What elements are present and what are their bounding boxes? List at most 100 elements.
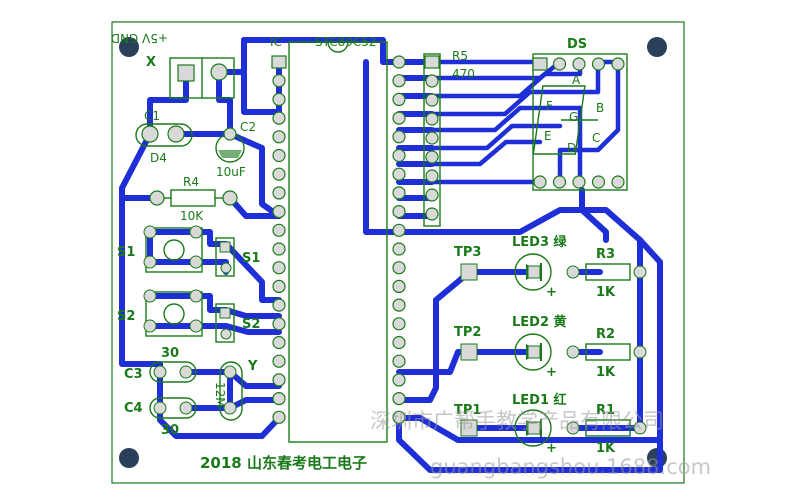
r5-pin <box>425 150 439 164</box>
c2-value: 10uF <box>216 165 246 179</box>
s1-left-label: S1 <box>117 245 135 260</box>
s1-right-label: S1 <box>242 251 260 266</box>
led2-plus: + <box>546 365 557 380</box>
mount-hole-top-right <box>647 37 667 57</box>
r5-pins <box>424 55 440 221</box>
seg-e-label: E <box>544 129 552 143</box>
seg-g-label: G <box>569 110 578 124</box>
ds-pin <box>591 175 606 189</box>
s2-switch <box>143 289 235 343</box>
seg-f-label: F <box>546 99 553 113</box>
mcu-chip <box>288 41 388 443</box>
seg-a-label: A <box>572 73 581 87</box>
seg-b-label: B <box>596 101 604 115</box>
c3-value: 30 <box>161 346 179 361</box>
r5-pin <box>425 188 439 202</box>
mcu-pin <box>272 74 286 88</box>
r1-value: 1K <box>596 441 616 456</box>
mcu-pin <box>272 223 286 237</box>
y-label: Y <box>247 359 258 374</box>
r1-label: R1 <box>596 403 615 418</box>
led1-plus: + <box>546 441 557 456</box>
power-connector <box>169 57 235 99</box>
watermark-company: 深圳市广帮手教学产品有限公司 <box>370 409 664 433</box>
d4-label: D4 <box>150 151 167 165</box>
r3-value: 1K <box>596 285 616 300</box>
mcu-right-pins <box>392 55 406 424</box>
tp1-testpoint <box>460 419 478 437</box>
ds-pins <box>532 57 625 189</box>
ds-pin <box>552 57 567 71</box>
mount-hole-bottom-left <box>119 448 139 468</box>
mcu-pin <box>272 261 286 275</box>
mcu-pin <box>392 298 406 312</box>
mcu-pin <box>392 354 406 368</box>
r5-pin <box>425 131 439 145</box>
x-label: X <box>146 55 156 70</box>
seg-d-label: D <box>567 141 576 155</box>
mcu-pin <box>392 223 406 237</box>
mcu-pin <box>272 279 286 293</box>
mcu-pin <box>272 373 286 387</box>
led3-label: LED3 绿 <box>512 234 568 250</box>
mcu-pin <box>392 392 406 406</box>
r4-resistor <box>149 189 238 207</box>
mcu-pin <box>392 373 406 387</box>
ds-pin <box>611 175 625 189</box>
ds-pin <box>572 175 586 189</box>
mcu-pin <box>272 186 286 200</box>
mcu-pin <box>272 167 286 181</box>
mcu-pin <box>272 410 286 424</box>
r5-pin <box>425 207 439 221</box>
r4-label: R4 <box>183 175 199 189</box>
seg-c-label: C <box>592 131 600 145</box>
mcu-pin <box>272 92 286 107</box>
mcu-pin <box>392 317 406 331</box>
ds-seven-segment <box>532 53 628 191</box>
y-crystal <box>219 361 243 421</box>
ds-label: DS <box>567 37 587 52</box>
ds-pin <box>552 175 567 189</box>
mcu-pin <box>392 242 406 256</box>
tp3-label: TP3 <box>454 245 481 260</box>
r5-label: R5 <box>452 49 468 63</box>
mcu-pin <box>272 242 286 256</box>
c3-label: C3 <box>124 367 143 382</box>
tp3-testpoint <box>460 263 478 281</box>
led1-diode <box>514 409 580 447</box>
mcu-pin <box>392 167 406 181</box>
mcu-pin <box>392 205 406 219</box>
mcu-pin <box>272 354 286 368</box>
mcu-pin <box>392 74 406 88</box>
mcu-pin <box>392 410 406 424</box>
c4-capacitor <box>149 397 197 419</box>
r5-pin <box>425 93 439 107</box>
mcu-pin <box>272 317 286 331</box>
r2-label: R2 <box>596 327 615 342</box>
c2-capacitor <box>215 127 245 163</box>
mcu-label: STC89C52 <box>315 35 377 49</box>
r2-value: 1K <box>596 365 616 380</box>
r5-pin <box>425 74 439 88</box>
led2-diode <box>514 333 580 371</box>
r3-resistor <box>585 263 647 281</box>
crystal-label: 12M <box>213 382 227 408</box>
c1-capacitor <box>135 123 193 147</box>
r4-value: 10K <box>180 209 204 223</box>
r5-resistor-network <box>423 53 441 227</box>
mcu-left-pins <box>271 55 287 424</box>
ds-pin <box>533 175 547 189</box>
mcu-pin <box>272 205 286 219</box>
mcu-pin <box>392 130 406 144</box>
ds-pin <box>572 57 586 71</box>
mcu-pin <box>272 298 286 312</box>
r3-label: R3 <box>596 247 615 262</box>
ds-pin <box>611 57 625 71</box>
tp2-testpoint <box>460 343 478 361</box>
mcu-pin <box>392 55 406 69</box>
mcu-pin <box>392 148 406 163</box>
r1-resistor <box>585 419 647 437</box>
ds-pin <box>532 57 548 71</box>
mcu-pin <box>272 392 286 406</box>
led3-diode <box>514 253 580 291</box>
